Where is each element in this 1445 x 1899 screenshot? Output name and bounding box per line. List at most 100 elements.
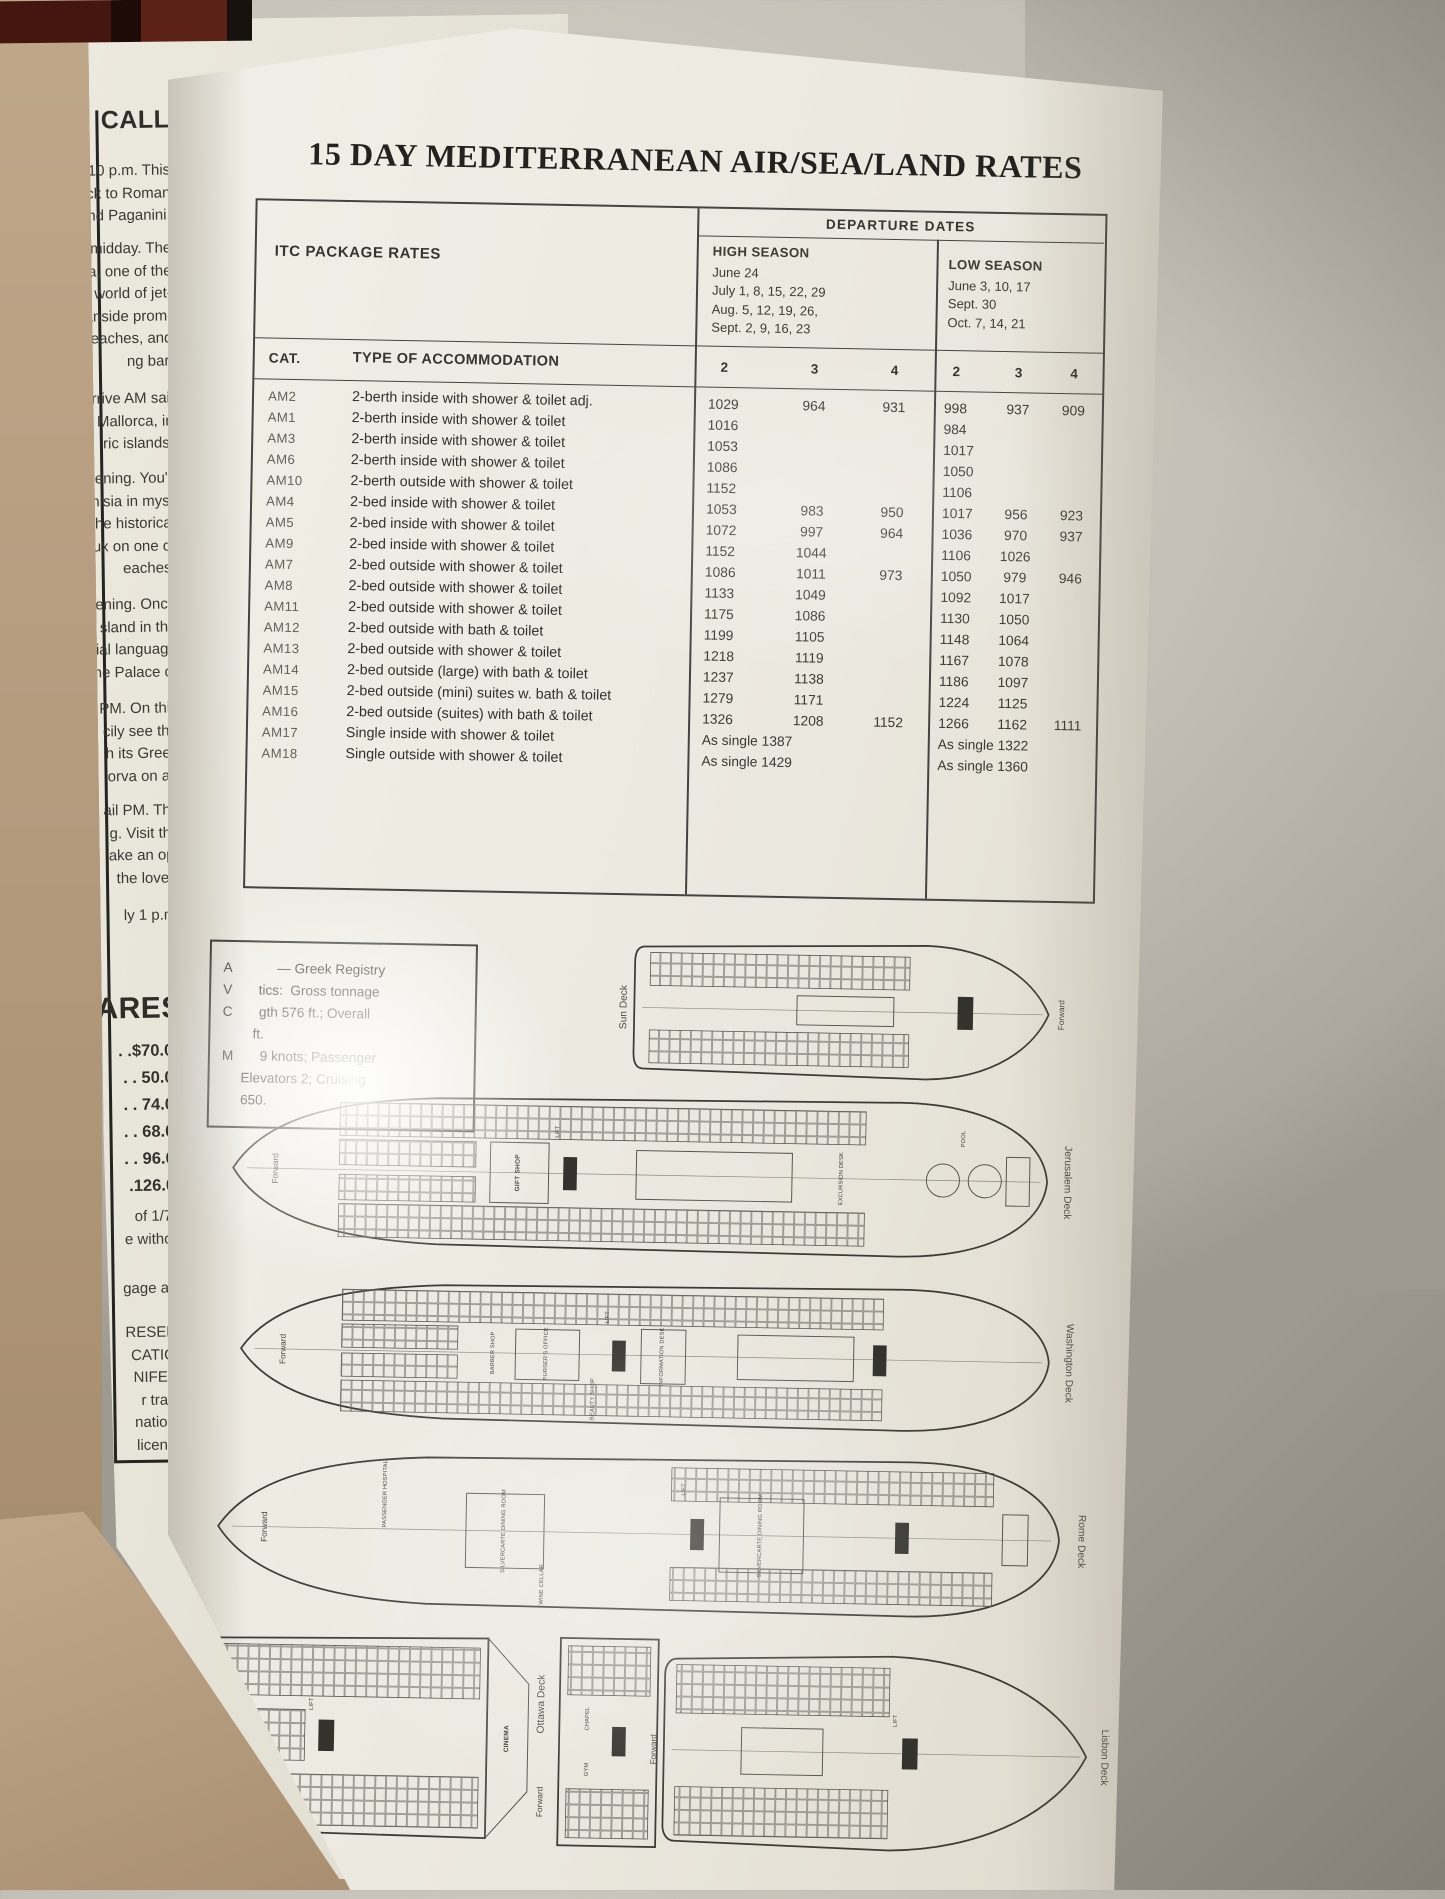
price-cell [1042, 599, 1097, 600]
price-cell: 984 [943, 421, 967, 437]
price-cell: 1064 [998, 632, 1030, 648]
dining-room-label: SILVERCARTE DINING ROOM [500, 1489, 508, 1573]
price-cell: 950 [880, 504, 904, 520]
high-season-date: Sept. 2, 9, 16, 23 [711, 319, 811, 337]
price-cell: 1119 [794, 649, 824, 666]
price-cell: 1016 [707, 417, 739, 433]
high-season-prices: 1053 [693, 438, 933, 457]
price-cell: 1224 [938, 694, 970, 710]
lift-block [562, 1157, 578, 1191]
ship-hull-outline [632, 945, 1050, 1081]
dining-room-outline [464, 1492, 546, 1570]
forward-label: Forward [271, 1153, 281, 1184]
price-cell [990, 430, 1046, 431]
lounge-outline [736, 1334, 855, 1383]
deck-plan-washington: Forward BARBER SHOP PURSER'S OFFICE BEAU… [240, 1284, 1075, 1432]
cabin-block [337, 1203, 865, 1247]
cabin-block [649, 952, 911, 991]
price-cell: 1106 [942, 484, 973, 500]
cinema-outline [484, 1637, 530, 1840]
sidebar-line: PM. On this [99, 699, 178, 718]
main-page: 15 DAY MEDITERRANEAN AIR/SEA/LAND RATES … [168, 28, 1163, 1890]
price-cell [1045, 473, 1100, 474]
deck-plan-sun: Sun Deck Forward [618, 945, 1066, 1081]
package-rates-label: ITC PACKAGE RATES [274, 242, 442, 263]
price-cell: 970 [1003, 527, 1028, 543]
pool-circle [967, 1164, 1002, 1199]
low-season-prices: 1186 1097 [929, 673, 1096, 691]
price-cell [1041, 704, 1096, 705]
information-desk-label: INFORMATION DESK [659, 1327, 666, 1386]
cabin-block [675, 1664, 891, 1718]
price-cell: 1017 [941, 505, 973, 521]
low-season-prices: 1050 979 946 [931, 568, 1098, 586]
category-cell: AM2 [267, 388, 297, 404]
lounge-outline [635, 1150, 793, 1203]
price-cell: 1152 [706, 480, 737, 496]
price-cell: 1218 [703, 648, 735, 664]
barber-shop-label: BARBER SHOP [490, 1331, 497, 1374]
book-spines [0, 0, 252, 44]
price-cell [853, 448, 933, 449]
deck-plan-jerusalem: Forward GIFT SHOP LIFT EXCURSION DESK PO… [232, 1097, 1073, 1258]
deckhouse-outline [740, 1727, 824, 1777]
high-season-prices: 1086 1011 973 [691, 564, 931, 583]
price-cell: 979 [1003, 569, 1027, 585]
price-cell [989, 451, 1045, 452]
forward-label: Forward [259, 1511, 270, 1542]
gift-shop-label: GIFT SHOP [514, 1154, 522, 1192]
price-cell: 1199 [703, 627, 734, 643]
high-season-prices: 1326 1208 1152 [688, 711, 928, 730]
category-cell: AM14 [262, 660, 300, 677]
sidebar-line: vening. You'll [87, 469, 175, 488]
price-cell [1042, 641, 1097, 642]
cat-column-header: CAT. [268, 350, 301, 366]
forward-label: Forward [534, 1786, 545, 1817]
price-cell: 964 [802, 397, 826, 414]
price-cell: 1072 [705, 522, 737, 538]
price-cell [773, 447, 853, 448]
deck-section-outline [556, 1636, 660, 1848]
cabin-block [338, 1173, 476, 1203]
price-cell: 1086 [704, 564, 736, 580]
category-cell: AM11 [264, 597, 300, 614]
page-title: 15 DAY MEDITERRANEAN AIR/SEA/LAND RATES [307, 135, 1083, 186]
price-cell: 1029 [707, 396, 739, 412]
sidebar-line: orva on an [107, 766, 179, 785]
high-season-prices: 1016 [693, 417, 933, 436]
category-cell: AM1 [267, 409, 297, 425]
sidebar-line: vening. Once [87, 595, 177, 614]
price-cell: 1167 [939, 652, 970, 668]
high-season-prices: 1072 997 964 [692, 522, 932, 541]
rates-table-body: AM2 2-berth inside with shower & toilet … [247, 379, 1102, 778]
low-season-prices: 1017 956 923 [932, 505, 1099, 523]
low-season-prices: 998 937 909 [934, 400, 1101, 418]
sidebar-line: cily see the [102, 721, 179, 740]
price-cell: 1237 [702, 669, 734, 685]
cabin-block [673, 1786, 889, 1840]
beauty-shop-label: BEAUTY SHOP [589, 1378, 596, 1420]
price-cell [1044, 494, 1099, 495]
high-season-label: HIGH SEASON [712, 243, 810, 261]
lift-label: LIFT [605, 1311, 611, 1324]
price-cell: 1105 [794, 628, 825, 645]
deck-centerline [254, 1348, 1043, 1364]
price-cell [1043, 557, 1098, 558]
price-cell [854, 427, 934, 428]
lift-label: LIFT [555, 1125, 561, 1138]
high-season-prices: 1053 983 950 [692, 501, 932, 520]
deck-name-label: Sun Deck [618, 984, 630, 1029]
deck-plan-lisbon: Forward LIFT Lisbon Deck [649, 1655, 1110, 1852]
sidebar-line: sland in the [99, 617, 177, 636]
sidebar-line: he Palace of [93, 662, 178, 682]
price-cell: 1279 [702, 690, 734, 706]
high-occupancy-headers: 2 3 4 [694, 346, 935, 390]
price-cell: 1053 [705, 501, 737, 517]
sidebar-line: ric islands. [102, 434, 175, 453]
lift-block [872, 1345, 887, 1377]
low-season-prices: 1167 1078 [929, 652, 1096, 670]
low-season-prices: 1106 1026 [931, 547, 1098, 565]
high-season-prices: 1218 1119 [689, 648, 929, 667]
deck-name-label: Jerusalem Deck [1061, 1146, 1073, 1220]
